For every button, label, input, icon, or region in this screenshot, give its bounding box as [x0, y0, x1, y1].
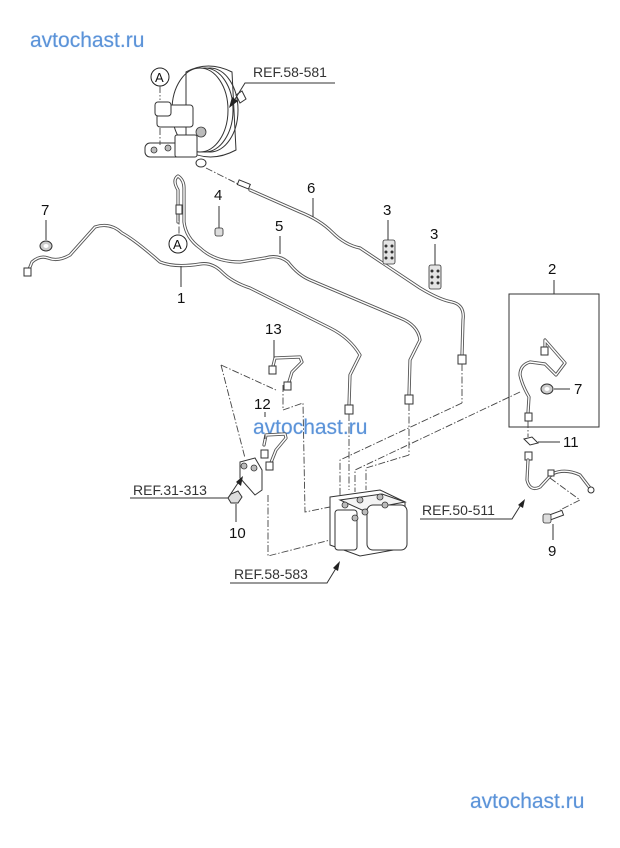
callout-5: 5	[275, 218, 283, 254]
svg-text:7: 7	[574, 381, 582, 398]
clip-4: 4	[214, 187, 224, 237]
nut-10: 10	[227, 490, 246, 542]
svg-text:6: 6	[307, 180, 315, 197]
brake-booster	[171, 65, 247, 168]
grommet-7-left: 7	[39, 202, 53, 252]
svg-text:10: 10	[229, 525, 246, 542]
svg-text:5: 5	[275, 218, 283, 235]
bolt-9: 9	[542, 509, 565, 560]
brake-tube-1	[23, 223, 362, 490]
svg-text:1: 1	[177, 290, 185, 307]
mounting-bracket	[239, 457, 263, 496]
brake-tube-assembly-2: 2	[508, 261, 600, 437]
ref-bracket-callout: REF.31-313	[130, 476, 243, 499]
svg-text:REF.31-313: REF.31-313	[133, 482, 207, 498]
brake-tube-5	[173, 174, 422, 455]
ref-hydraulic-unit-callout: REF.58-583	[230, 561, 340, 584]
brake-tube-12: 12	[254, 396, 288, 471]
svg-text:4: 4	[214, 187, 222, 204]
watermark-top: avtochast.ru	[30, 29, 145, 52]
svg-text:A: A	[155, 70, 164, 85]
ref-booster-callout: REF.58-581	[229, 64, 335, 108]
grommet-7-right: 7	[540, 381, 582, 398]
abs-hydraulic-unit	[329, 489, 408, 557]
master-cylinder	[144, 101, 198, 158]
ref-front-hose-callout: REF.50-511	[420, 499, 525, 520]
watermark-bottom: avtochast.ru	[470, 790, 585, 813]
svg-text:REF.50-511: REF.50-511	[422, 502, 495, 518]
front-brake-hose	[524, 451, 595, 511]
svg-text:2: 2	[548, 261, 556, 278]
svg-text:REF.58-581: REF.58-581	[253, 64, 327, 80]
svg-text:12: 12	[254, 396, 271, 413]
svg-text:13: 13	[265, 321, 282, 338]
brake-tube-6	[248, 188, 467, 403]
svg-text:3: 3	[430, 226, 438, 243]
connector-marker-a-top: A	[150, 67, 170, 145]
callout-6: 6	[307, 180, 315, 217]
svg-text:11: 11	[563, 434, 579, 451]
callout-1: 1	[177, 266, 185, 307]
tube-clip-3a: 3	[382, 202, 396, 265]
clip-11: 11	[523, 434, 579, 451]
svg-text:REF.58-583: REF.58-583	[234, 566, 308, 582]
svg-text:3: 3	[383, 202, 391, 219]
brake-tube-13: 13	[265, 321, 304, 391]
svg-text:A: A	[173, 237, 182, 252]
tube-clip-3b: 3	[428, 226, 442, 290]
connector-marker-a-bottom: A	[168, 214, 188, 254]
svg-text:7: 7	[41, 202, 49, 219]
svg-text:9: 9	[548, 543, 556, 560]
